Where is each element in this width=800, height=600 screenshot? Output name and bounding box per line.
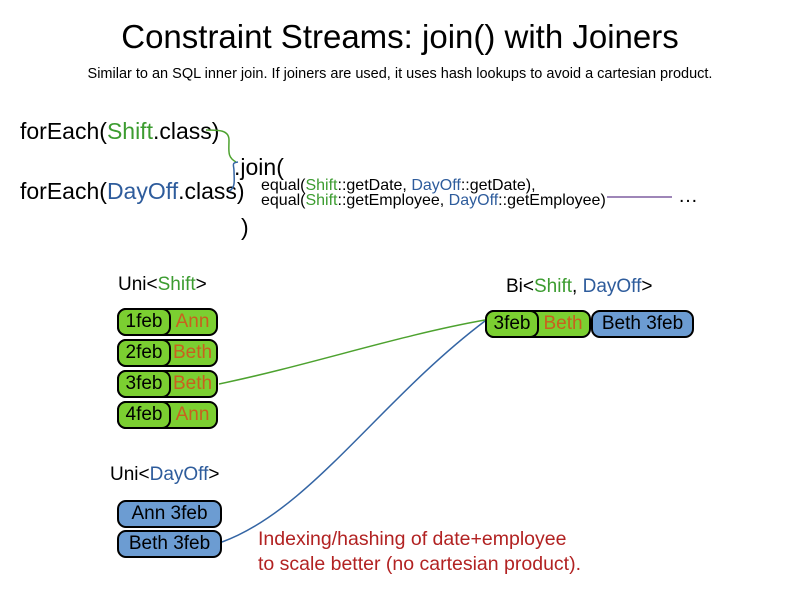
shift-class-token: Shift xyxy=(106,118,153,144)
bi-label: Bi<Shift, DayOff> xyxy=(506,276,652,298)
indexing-note: Indexing/hashing of date+employee to sca… xyxy=(258,527,581,577)
shift-employee-cell: Beth xyxy=(543,313,583,334)
shift-to-bi-join-line xyxy=(218,319,486,385)
label-text: Uni< xyxy=(110,464,150,485)
shift-date-cell: 3feb xyxy=(485,310,539,338)
indexing-note-line1: Indexing/hashing of date+employee xyxy=(258,528,567,550)
dayoff-class-token: DayOff xyxy=(582,276,642,297)
code-foreach-dayoff: forEach(DayOff.class) xyxy=(20,178,245,205)
code-text: ::getDate), xyxy=(460,177,536,194)
code-text: .class) xyxy=(152,118,220,144)
shift-date-cell: 2feb xyxy=(117,339,171,367)
shift-class-token: Shift xyxy=(305,192,338,209)
page-title: Constraint Streams: join() with Joiners xyxy=(121,18,679,55)
code-join-close: ) xyxy=(241,214,249,240)
dayoff-class-token: DayOff xyxy=(149,464,209,485)
code-text: ::getEmployee) xyxy=(498,192,606,209)
label-text: Bi< xyxy=(506,276,534,297)
code-text: forEach( xyxy=(20,118,107,144)
bi-dayoff-part: Beth 3feb xyxy=(591,310,694,338)
code-foreach-shift: forEach(Shift.class) xyxy=(20,118,219,145)
code-equal-employee: equal(Shift::getEmployee, DayOff::getEmp… xyxy=(261,192,606,210)
label-text: , xyxy=(572,276,583,297)
shift-employee-cell: Ann xyxy=(175,404,210,425)
code-text: equal( xyxy=(261,177,306,194)
code-equal-date: equal(Shift::getDate, DayOff::getDate), xyxy=(261,177,536,195)
shift-class-token: Shift xyxy=(305,177,338,194)
shift-date-cell: 4feb xyxy=(117,401,171,429)
shift-class-token: Shift xyxy=(157,274,196,295)
more-joiners-ellipsis: … xyxy=(678,185,699,207)
shift-employee-cell: Beth xyxy=(172,373,213,394)
code-text: .class) xyxy=(178,178,245,204)
dayoff-class-token: DayOff xyxy=(106,178,179,204)
shift-class-token: Shift xyxy=(534,276,573,297)
label-text: > xyxy=(195,274,207,295)
label-text: > xyxy=(208,464,220,485)
uni-dayoff-table: Ann 3feb Beth 3feb xyxy=(117,500,222,558)
code-text: forEach( xyxy=(20,178,107,204)
code-text: ::getEmployee, xyxy=(337,192,449,209)
dayoff-class-token: DayOff xyxy=(411,177,461,194)
label-text: Uni< xyxy=(118,274,158,295)
table-row: Beth 3feb xyxy=(117,530,222,558)
dayoff-to-bi-join-line xyxy=(221,320,486,543)
uni-dayoff-label: Uni<DayOff> xyxy=(110,464,220,486)
uni-shift-label: Uni<Shift> xyxy=(118,274,207,296)
page-subtitle: Similar to an SQL inner join. If joiners… xyxy=(87,66,713,82)
shift-date-cell: 3feb xyxy=(117,370,171,398)
shift-date-cell: 1feb xyxy=(117,308,171,336)
code-text: ::getDate, xyxy=(337,177,412,194)
code-join-open: .join( xyxy=(234,154,284,180)
label-text: > xyxy=(641,276,653,297)
indexing-note-line2: to scale better (no cartesian product). xyxy=(258,553,581,575)
table-row: Ann 3feb xyxy=(117,500,222,528)
shift-employee-cell: Beth xyxy=(172,342,213,363)
dayoff-class-token: DayOff xyxy=(448,192,499,209)
shift-employee-cell: Ann xyxy=(175,311,210,332)
code-text: equal( xyxy=(261,192,306,209)
